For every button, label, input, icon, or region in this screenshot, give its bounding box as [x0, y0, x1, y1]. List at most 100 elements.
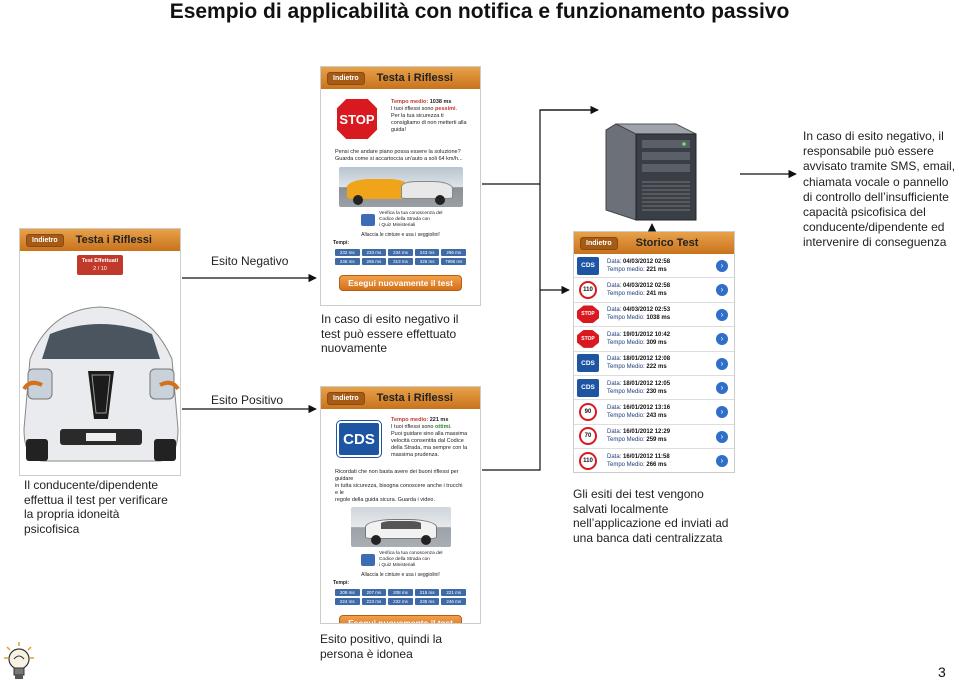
result-message-line: della Strada, ma sempre con la [391, 445, 468, 451]
car-icon [22, 306, 180, 462]
avg-label: Tempo medio: [607, 266, 645, 273]
time-cell: 224 ms [335, 598, 360, 605]
chevron-right-icon[interactable]: › [716, 308, 728, 321]
speed-limit-icon: 90 [579, 403, 597, 422]
advice-text: Guarda come si accartoccia un'auto a sol… [335, 156, 463, 162]
result-grade: ottimi [435, 424, 451, 430]
date-value: 18/01/2012 12:05 [623, 380, 671, 387]
date-value: 16/01/2012 13:16 [623, 405, 671, 412]
avg-label: Tempo Medio: [607, 388, 645, 395]
caption-line: avvisato tramite SMS, email, [803, 159, 956, 174]
time-cell: 233 ms [361, 249, 387, 256]
notify-caption: In caso di esito negativo, il responsabi… [803, 129, 959, 251]
screen-title: Testa i Riflessi [75, 234, 152, 246]
times-label: Tempi: [333, 580, 350, 586]
date-label: Data: [607, 453, 622, 460]
positive-caption: Esito positivo, quindi la persona è idon… [320, 632, 520, 661]
caption-line: chiamata vocale o pannello [803, 174, 949, 189]
date-value: 16/01/2012 11:58 [623, 453, 670, 460]
quiz-text: Codice della Strada con [379, 557, 430, 562]
time-cell: 246 ms [441, 598, 466, 605]
caption-line: Esito positivo, quindi la [320, 632, 443, 646]
chevron-right-icon[interactable]: › [716, 455, 728, 468]
tests-counter: Test Effettuati 2 / 10 [77, 255, 123, 275]
quiz-text: Verifica la tua conoscenza del [379, 551, 443, 556]
result-message: I tuoi riflessi sono [391, 106, 434, 112]
date-label: Data: [607, 307, 622, 314]
speed-limit-icon: 110 [579, 451, 597, 470]
avg-time-label: Tempo medio: [391, 417, 429, 423]
chevron-right-icon[interactable]: › [716, 260, 728, 272]
retry-test-button[interactable]: Esegui nuovamente il test [339, 615, 462, 623]
speed-limit-icon: 70 [579, 427, 597, 446]
date-label: Data: [607, 258, 622, 265]
caption-line: persona è idonea [320, 646, 413, 661]
chevron-right-icon[interactable]: › [716, 284, 728, 297]
cds-sign-icon: CDS [577, 378, 599, 397]
time-cell: 7996 ms [441, 258, 466, 265]
time-cell: 221 ms [441, 589, 466, 596]
back-button[interactable]: Indietro [26, 233, 64, 247]
driving-video-thumbnail[interactable] [350, 507, 451, 547]
negative-result-screen: Indietro Testa i Riflessi STOP Tempo med… [320, 66, 481, 306]
quiz-text: Verifica la tua conoscenza del [379, 211, 443, 216]
back-button[interactable]: Indietro [327, 391, 365, 405]
avg-label: Tempo Medio: [607, 461, 645, 468]
chevron-right-icon[interactable]: › [716, 357, 728, 370]
avg-label: Tempo Medio: [607, 364, 645, 371]
date-value: 04/03/2012 02:58 [623, 258, 671, 265]
chevron-right-icon[interactable]: › [716, 406, 728, 419]
saved-caption: Gli esiti dei test vengono salvati local… [573, 487, 773, 545]
time-cell: 235 ms [414, 598, 440, 605]
crash-video-thumbnail[interactable] [338, 167, 463, 207]
result-message-line: Per la tua sicurezza ti [391, 113, 444, 119]
date-value: 16/01/2012 12:29 [623, 429, 671, 436]
date-label: Data: [607, 283, 622, 290]
time-cell: 215 ms [414, 589, 440, 596]
caption-line: capacità psicofisica del [803, 205, 926, 220]
avg-label: Tempo Medio: [607, 413, 645, 420]
chevron-right-icon[interactable]: › [716, 333, 728, 346]
main-test-screen: Indietro Testa i Riflessi Test Effettuat… [19, 228, 181, 476]
avg-label: Tempo Medio: [607, 437, 645, 444]
stop-sign-icon: STOP [577, 329, 599, 348]
quiz-text: Codice della Strada con [379, 217, 430, 222]
avg-value: 259 ms [646, 437, 667, 444]
chevron-right-icon[interactable]: › [716, 381, 728, 394]
screen-title: Testa i Riflessi [376, 392, 453, 404]
caption-line: nuovamente [321, 341, 388, 355]
server-icon [602, 122, 700, 222]
avg-time-label: Tempo medio: [391, 99, 429, 105]
avg-value: 1038 ms [646, 315, 671, 322]
advice-text: regole della guida sicura. Guarda i vide… [335, 497, 435, 503]
quiz-banner[interactable]: Verifica la tua conoscenza del Codice de… [321, 547, 480, 569]
quiz-banner[interactable]: Verifica la tua conoscenza del Codice de… [321, 207, 480, 229]
caption-line: salvati localmente [573, 501, 669, 516]
label-esito-positivo: Esito Positivo [211, 393, 284, 407]
back-button[interactable]: Indietro [580, 236, 618, 250]
logo-icon [3, 641, 35, 681]
caption-line: nell’applicazione ed inviati ad [573, 516, 729, 530]
back-button[interactable]: Indietro [327, 71, 365, 85]
stop-sign-icon: STOP [577, 305, 599, 324]
nav-bar: Indietro Testa i Riflessi [321, 387, 480, 409]
avg-time-value: 221 ms [429, 417, 449, 423]
page-number: 3 [938, 664, 946, 680]
chevron-right-icon[interactable]: › [716, 430, 728, 443]
result-message-line: velocità consentita dal Codice [391, 438, 464, 444]
advice-text: Ricordati che non basta avere dei buoni … [335, 469, 459, 482]
retry-test-button[interactable]: Esegui nuovamente il test [339, 275, 462, 291]
result-message-line: Puoi guidare sino alla massima [391, 431, 468, 437]
